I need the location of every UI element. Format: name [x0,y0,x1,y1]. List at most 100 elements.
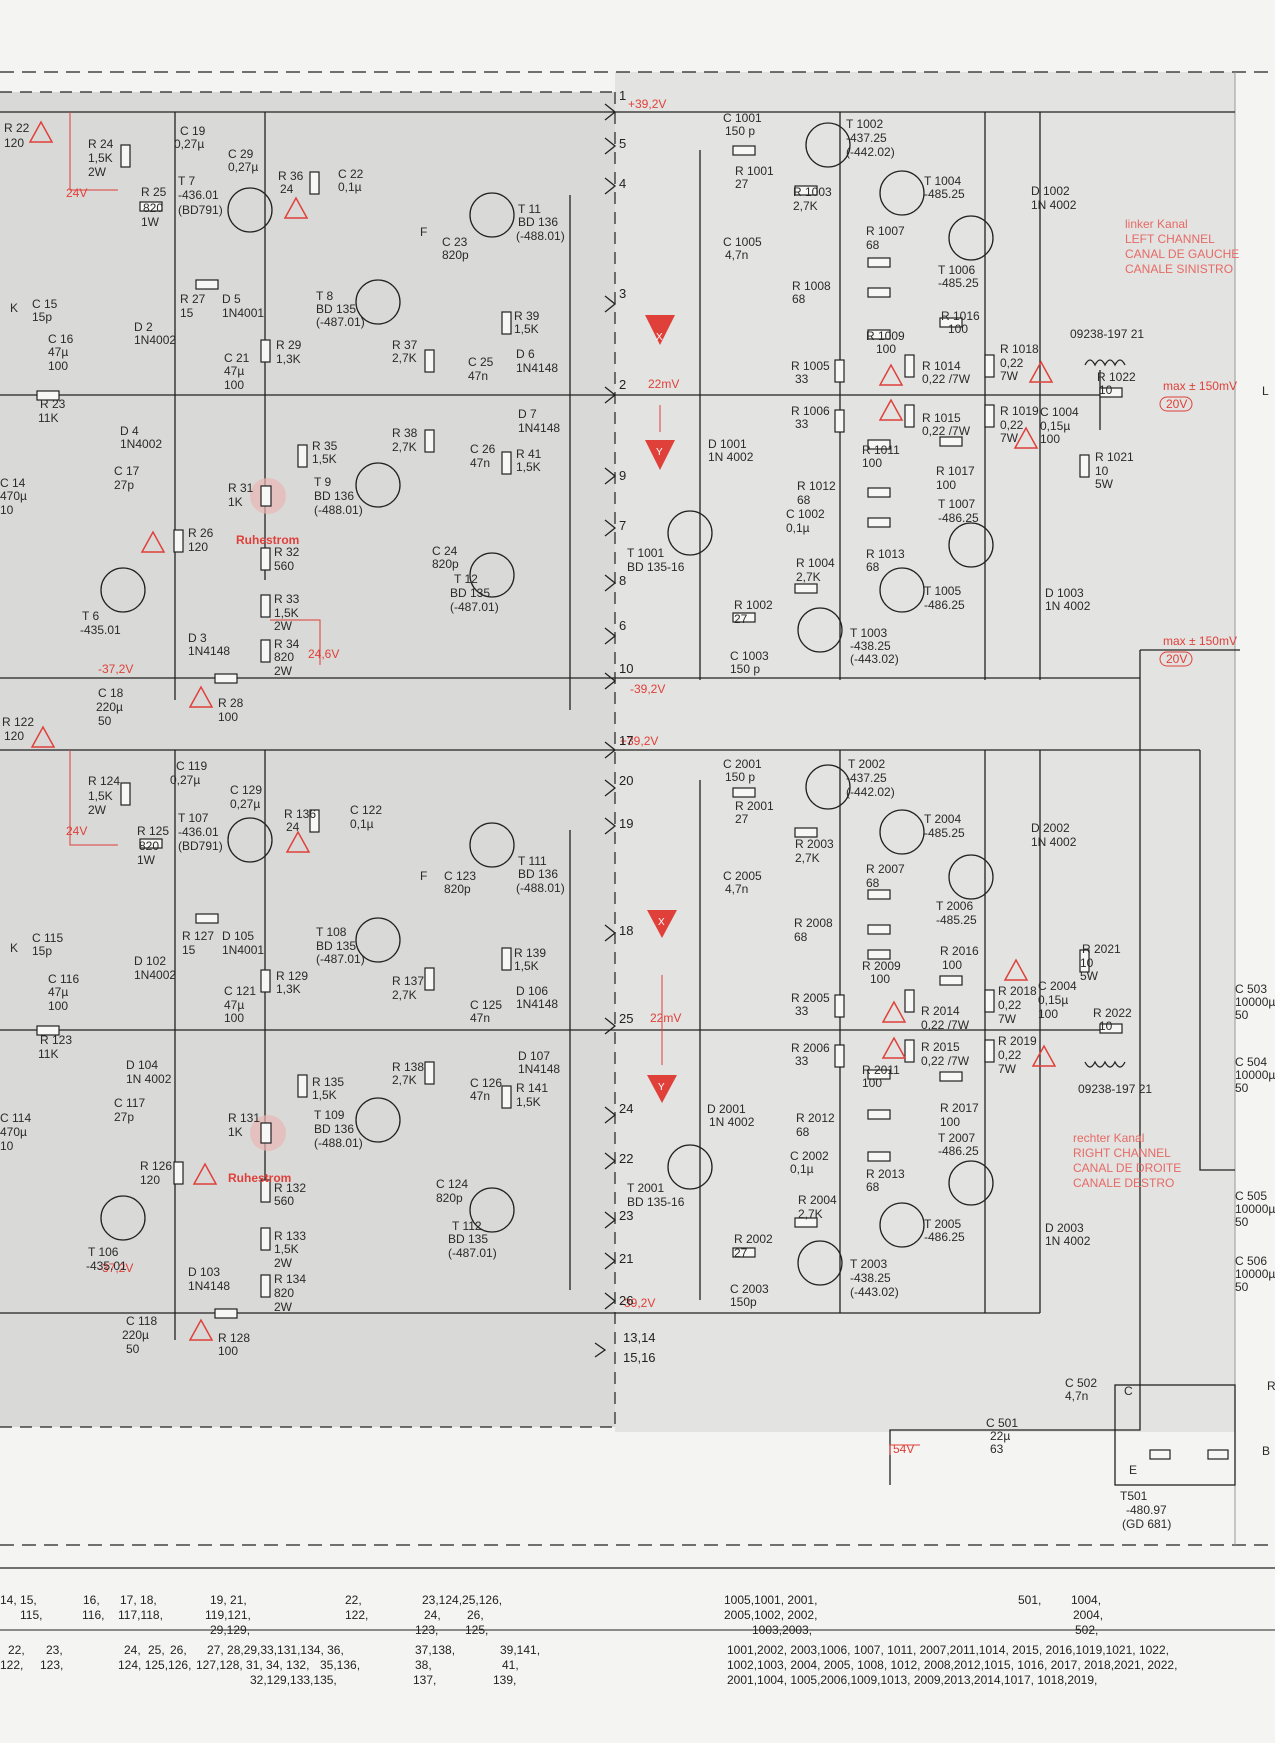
component-label: T 1006 [938,263,975,277]
component-label: C 22 [338,167,364,181]
component-label: 0,1µ [350,817,374,831]
component-label: 10000µ [1235,1202,1275,1216]
component-label: T 2006 [936,899,973,913]
component-label: T 111 [518,854,547,868]
component-label: 1N 4002 [709,1115,755,1129]
component-label: 47n [470,1089,490,1103]
pin-label: 13,14 [623,1330,656,1345]
right-channel-2: RIGHT CHANNEL [1073,1146,1171,1160]
pot-r31[interactable] [260,485,272,507]
component-label: 47µ [224,998,244,1012]
parts-table: 14, 15,16,17, 18,19, 21,22,23,124,25,126… [0,1593,1177,1687]
component-label: BD 135 [316,302,356,316]
component-label: BD 136 [314,1122,354,1136]
component-label: 7W [1000,369,1019,383]
component-label: 0,22 /7W [922,372,971,386]
component-label: T 2001 [627,1181,664,1195]
component-label: R 2003 [795,837,834,851]
component-label: C 124 [436,1177,468,1191]
component-label: 1,5K [88,151,113,165]
component-label: R 129 [276,969,308,983]
table-cell: 139, [493,1673,516,1687]
component-label: 27p [114,1110,134,1124]
pin-label: 2 [619,377,626,392]
component-label: 120 [140,1173,160,1187]
component-label: C 116 [48,972,79,986]
component-label: R 1015 [922,411,961,425]
table-cell: 14, 15, [0,1593,37,1607]
component-label: -437.25 [846,771,887,785]
component-label: 1W [141,215,160,229]
pin-wedges [594,103,617,1358]
component-label: T 9 [314,475,331,489]
component-label: R 2019 [998,1034,1037,1048]
component-label: R 2013 [866,1167,905,1181]
table-cell: 119,121, [205,1608,251,1622]
pin-label: 4 [619,176,626,191]
component-label: C 16 [48,332,74,346]
component-label: R 41 [516,447,542,461]
component-label: 0,22 [998,998,1022,1012]
component-label: 820p [432,557,459,571]
component-label: D 2 [134,320,153,334]
component-label: T 2005 [924,1217,961,1231]
component-label: (-442.02) [846,145,895,159]
component-label: 27p [114,478,134,492]
table-cell: 26, [467,1608,484,1622]
component-label: 15p [32,944,52,958]
component-label: 1K [228,1125,243,1139]
component-label: R 2011 [862,1063,900,1077]
component-label: 150 p [725,124,755,138]
coil-top-label: 09238-197 21 [1070,327,1144,341]
component-label: R 1011 [862,443,900,457]
table-cell: 26, [170,1643,187,1657]
component-label: D 2002 [1031,821,1070,835]
component-label: 68 [792,292,806,306]
component-label: R 1019 [1000,404,1039,418]
component-label: 0,1µ [786,521,810,535]
component-label: 100 [876,342,896,356]
component-label: 470µ [0,489,27,503]
component-label: T 107 [178,811,209,825]
component-label: T 109 [314,1108,345,1122]
component-label: 68 [794,930,808,944]
pin-label: 15,16 [623,1350,656,1365]
component-label: 1N 4002 [1031,835,1077,849]
component-label: 5W [1080,969,1099,983]
pot-r131[interactable] [260,1122,272,1144]
component-label: D 107 [518,1049,550,1063]
table-cell: 25, [148,1643,165,1657]
component-label: 68 [866,238,880,252]
component-label: D 102 [134,954,166,968]
component-label: R 2001 [735,799,774,813]
component-label: D 5 [222,292,241,306]
component-label: T 11 [518,202,541,216]
component-label: R 1003 [793,185,832,199]
component-label: T 1002 [846,117,883,131]
coil-bot-label: 09238-197 21 [1078,1082,1152,1096]
volt-neg-top: -39,2V [630,682,665,696]
component-label: C 25 [468,355,494,369]
table-cell: 1002,1003, 2004, 2005, 1008, 1012, 2008,… [727,1658,1177,1672]
component-label: R 22 [4,121,30,135]
measure-lines [69,112,920,1455]
component-label: 1N 4002 [708,450,754,464]
component-label: 100 [224,1011,244,1025]
pin-label: 22 [619,1151,633,1166]
table-cell: 1005,1001, 2001, [724,1593,817,1607]
right-channel-4: CANALE DESTRO [1073,1176,1174,1190]
volt-246: 24,6V [308,647,339,661]
component-label: 7W [998,1062,1017,1076]
volt-22-top: 22mV [648,377,679,391]
volt-neg37-bot: -37,2V [98,1261,133,1275]
component-label: 68 [796,1125,810,1139]
component-label: C 2003 [730,1282,769,1296]
component-label: 1N 4002 [1031,198,1077,212]
component-label: -436.01 [178,188,219,202]
component-label: 50 [1235,1280,1249,1294]
component-label: 100 [862,456,882,470]
volt-22-bot: 22mV [650,1011,681,1025]
component-label: D 103 [188,1265,220,1279]
component-label: -438.25 [850,639,891,653]
component-label: BD 135 [448,1232,488,1246]
